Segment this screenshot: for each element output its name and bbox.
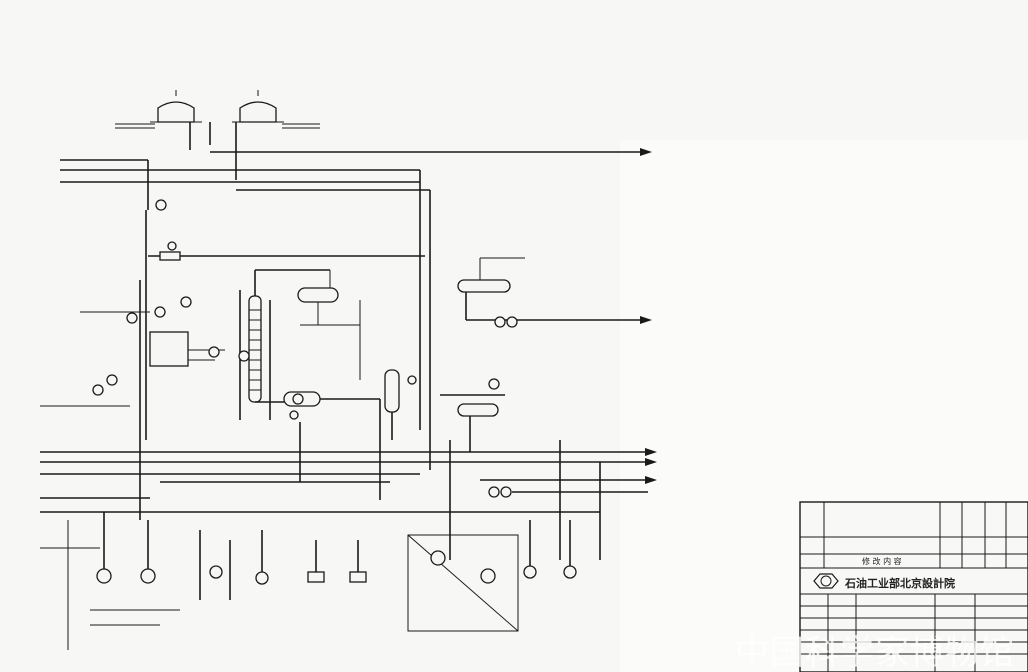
vessel-icon: [297, 287, 339, 303]
logo-seal-icon: [813, 573, 839, 589]
instrument-bubble-icon: [167, 241, 177, 251]
instrument-bubble-icon: [292, 393, 304, 405]
vessel-icon: [457, 279, 511, 293]
pump-row: [96, 550, 577, 585]
arrow-right-icon: [640, 316, 652, 324]
storage-tank-right: [232, 90, 284, 123]
arrow-right-icon: [645, 448, 657, 456]
instrument-bubble-icon: [155, 199, 167, 211]
pump-icon: [506, 316, 518, 328]
vessel-icon: [457, 403, 499, 417]
hatch-line: [407, 534, 519, 632]
institute-name: 石油工业部北京設計院: [844, 576, 955, 590]
instrument-bubble-icon: [407, 375, 417, 385]
exchanger-icon: [159, 251, 181, 261]
instrument-bubble-icon: [289, 410, 299, 420]
instrument-bubble-icon: [488, 378, 500, 390]
arrow-right-icon: [645, 458, 657, 466]
instrument-bubble-icon: [238, 350, 250, 362]
storage-tank-left: [150, 90, 202, 123]
pump-icon: [494, 316, 506, 328]
column-icon: [248, 295, 262, 403]
watermark: 中国科学家博物馆: [735, 633, 1015, 669]
pump-enclosure: [407, 534, 519, 632]
instrument-bubble-icon: [92, 384, 104, 396]
vessel-icon: [384, 369, 400, 413]
title-block: [799, 501, 1028, 672]
instrument-bubble-icon: [180, 296, 192, 308]
pump-icon: [488, 486, 500, 498]
instrument-bubble-icon: [106, 374, 118, 386]
revision-header: 修 改 内 容: [862, 556, 902, 566]
arrow-right-icon: [645, 476, 657, 484]
instrument-bubble-icon: [126, 312, 138, 324]
vessel-icon: [149, 331, 189, 367]
pump-icon: [500, 486, 512, 498]
instrument-bubble-icon: [208, 346, 220, 358]
arrow-right-icon: [640, 148, 652, 156]
instrument-bubble-icon: [154, 306, 166, 318]
